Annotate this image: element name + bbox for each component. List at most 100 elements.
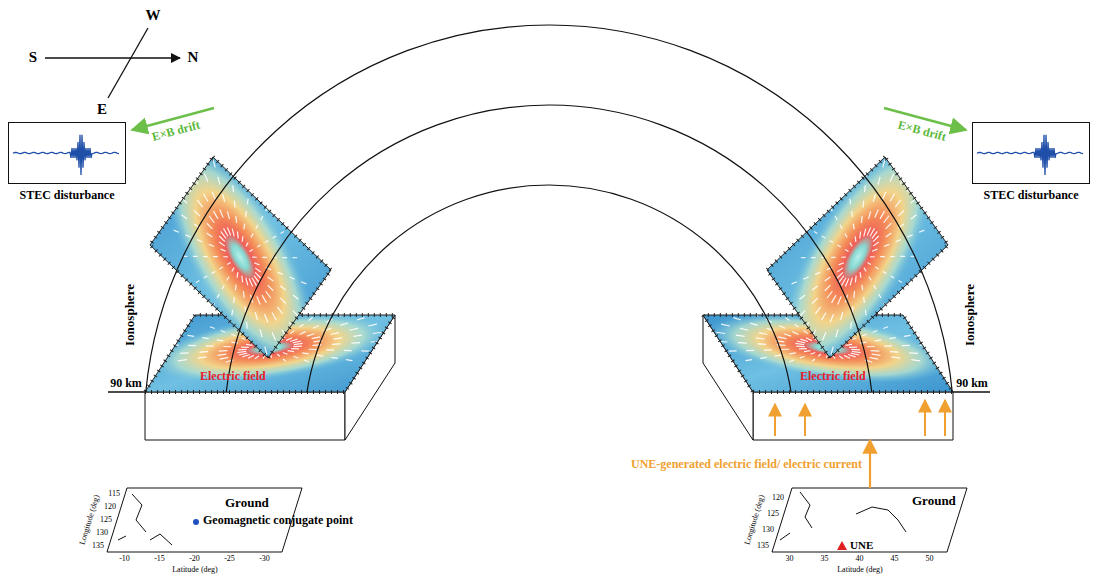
- field-vector: [246, 242, 248, 246]
- field-vector: [304, 360, 309, 362]
- field-vector: [272, 312, 277, 320]
- field-vector: [227, 211, 229, 219]
- field-vector: [220, 210, 223, 218]
- field-vector: [849, 199, 851, 205]
- field-vector: [812, 298, 818, 304]
- une-triangle: [837, 541, 847, 550]
- field-vector: [738, 342, 747, 344]
- field-vector: [883, 327, 888, 329]
- field-vector: [859, 272, 861, 278]
- field-vector: [174, 230, 179, 232]
- field-vector: [291, 348, 299, 349]
- field-vector: [332, 343, 341, 345]
- axis-label: -20: [189, 555, 200, 563]
- field-vector: [797, 341, 806, 343]
- field-vector: [716, 332, 725, 333]
- field-vector: [838, 296, 841, 304]
- stec-plot: [973, 123, 1089, 183]
- field-vector: [235, 285, 237, 291]
- field-vector: [833, 356, 835, 359]
- field-vector: [260, 329, 262, 337]
- field-vector: [245, 211, 247, 217]
- field-vector: [231, 342, 238, 343]
- coastline: [800, 492, 812, 528]
- field-vector: [779, 325, 785, 328]
- current-arrow: [924, 400, 926, 436]
- field-vector: [792, 338, 797, 345]
- field-vector: [861, 285, 863, 291]
- field-vector: [855, 276, 857, 283]
- field-vector: [178, 360, 187, 361]
- field-vector: [331, 333, 340, 335]
- field-vector: [873, 331, 878, 333]
- field-vector: [860, 342, 867, 343]
- field-vector: [895, 200, 900, 207]
- field-vector: [923, 185, 929, 191]
- axis-label: -15: [154, 555, 165, 563]
- field-vector: [784, 334, 792, 336]
- field-vector: [825, 277, 831, 281]
- coastline: [150, 534, 172, 545]
- coastline: [118, 536, 126, 540]
- field-vector: [884, 216, 889, 223]
- field-vector: [850, 242, 852, 246]
- field-vector: [373, 332, 382, 333]
- axis-label: 40: [856, 555, 864, 563]
- field-vector: [299, 324, 303, 327]
- field-vector: [220, 357, 229, 359]
- axis-label: -25: [224, 555, 235, 563]
- field-vector: [899, 280, 903, 282]
- field-vector: [294, 343, 303, 344]
- field-vector: [898, 156, 901, 164]
- field-vector: [845, 234, 847, 238]
- field-vector: [357, 318, 365, 320]
- map-frame: [772, 488, 967, 552]
- field-vector: [223, 346, 231, 347]
- field-vector: [839, 263, 844, 265]
- field-vector: [855, 236, 857, 242]
- compass-letter: S: [29, 50, 37, 66]
- field-vector: [911, 215, 917, 219]
- field-vector: [919, 169, 924, 176]
- field-vector: [882, 192, 885, 200]
- field-vector: [825, 285, 831, 291]
- current-connector: [869, 440, 871, 488]
- connector-label: UNE-generated electric field/ electric c…: [631, 458, 862, 471]
- field-vector: [849, 346, 857, 347]
- axis-label: 30: [786, 555, 794, 563]
- field-vector: [193, 256, 198, 257]
- field-vector: [242, 236, 244, 242]
- field-vector: [863, 297, 865, 303]
- field-vector: [282, 257, 287, 258]
- field-vector: [815, 272, 820, 274]
- field-vector: [223, 194, 225, 202]
- field-plane-node: Electric field: [145, 315, 395, 440]
- current-arrow: [774, 404, 776, 436]
- field-vector: [904, 335, 911, 336]
- field-vector: [233, 297, 235, 303]
- field-vector: [280, 298, 286, 304]
- field-vector: [283, 353, 288, 355]
- field-vector: [886, 223, 892, 229]
- field-plane-node: Electric field: [703, 315, 953, 440]
- field-vector: [227, 276, 229, 280]
- node-text: UNE: [850, 540, 873, 552]
- field-vector: [293, 311, 299, 317]
- field-vector: [293, 356, 298, 358]
- plot-caption: STEC disturbance: [983, 189, 1078, 202]
- field-vector: [851, 211, 853, 217]
- field-vector: [204, 194, 209, 202]
- axis-label: Longitude (deg): [78, 494, 101, 546]
- field-vector: [867, 262, 871, 264]
- field-vector: [255, 312, 257, 320]
- axis-label: Longitude (deg): [743, 494, 766, 546]
- field-vector: [202, 338, 209, 339]
- field-vector: [785, 318, 789, 321]
- axis-label: 125: [767, 509, 779, 517]
- field-vector: [911, 360, 920, 361]
- axis-label: 135: [92, 541, 104, 549]
- field-vector: [237, 272, 239, 278]
- compass-line: [108, 28, 148, 98]
- field-vector: [832, 295, 837, 303]
- field-vector: [213, 160, 215, 168]
